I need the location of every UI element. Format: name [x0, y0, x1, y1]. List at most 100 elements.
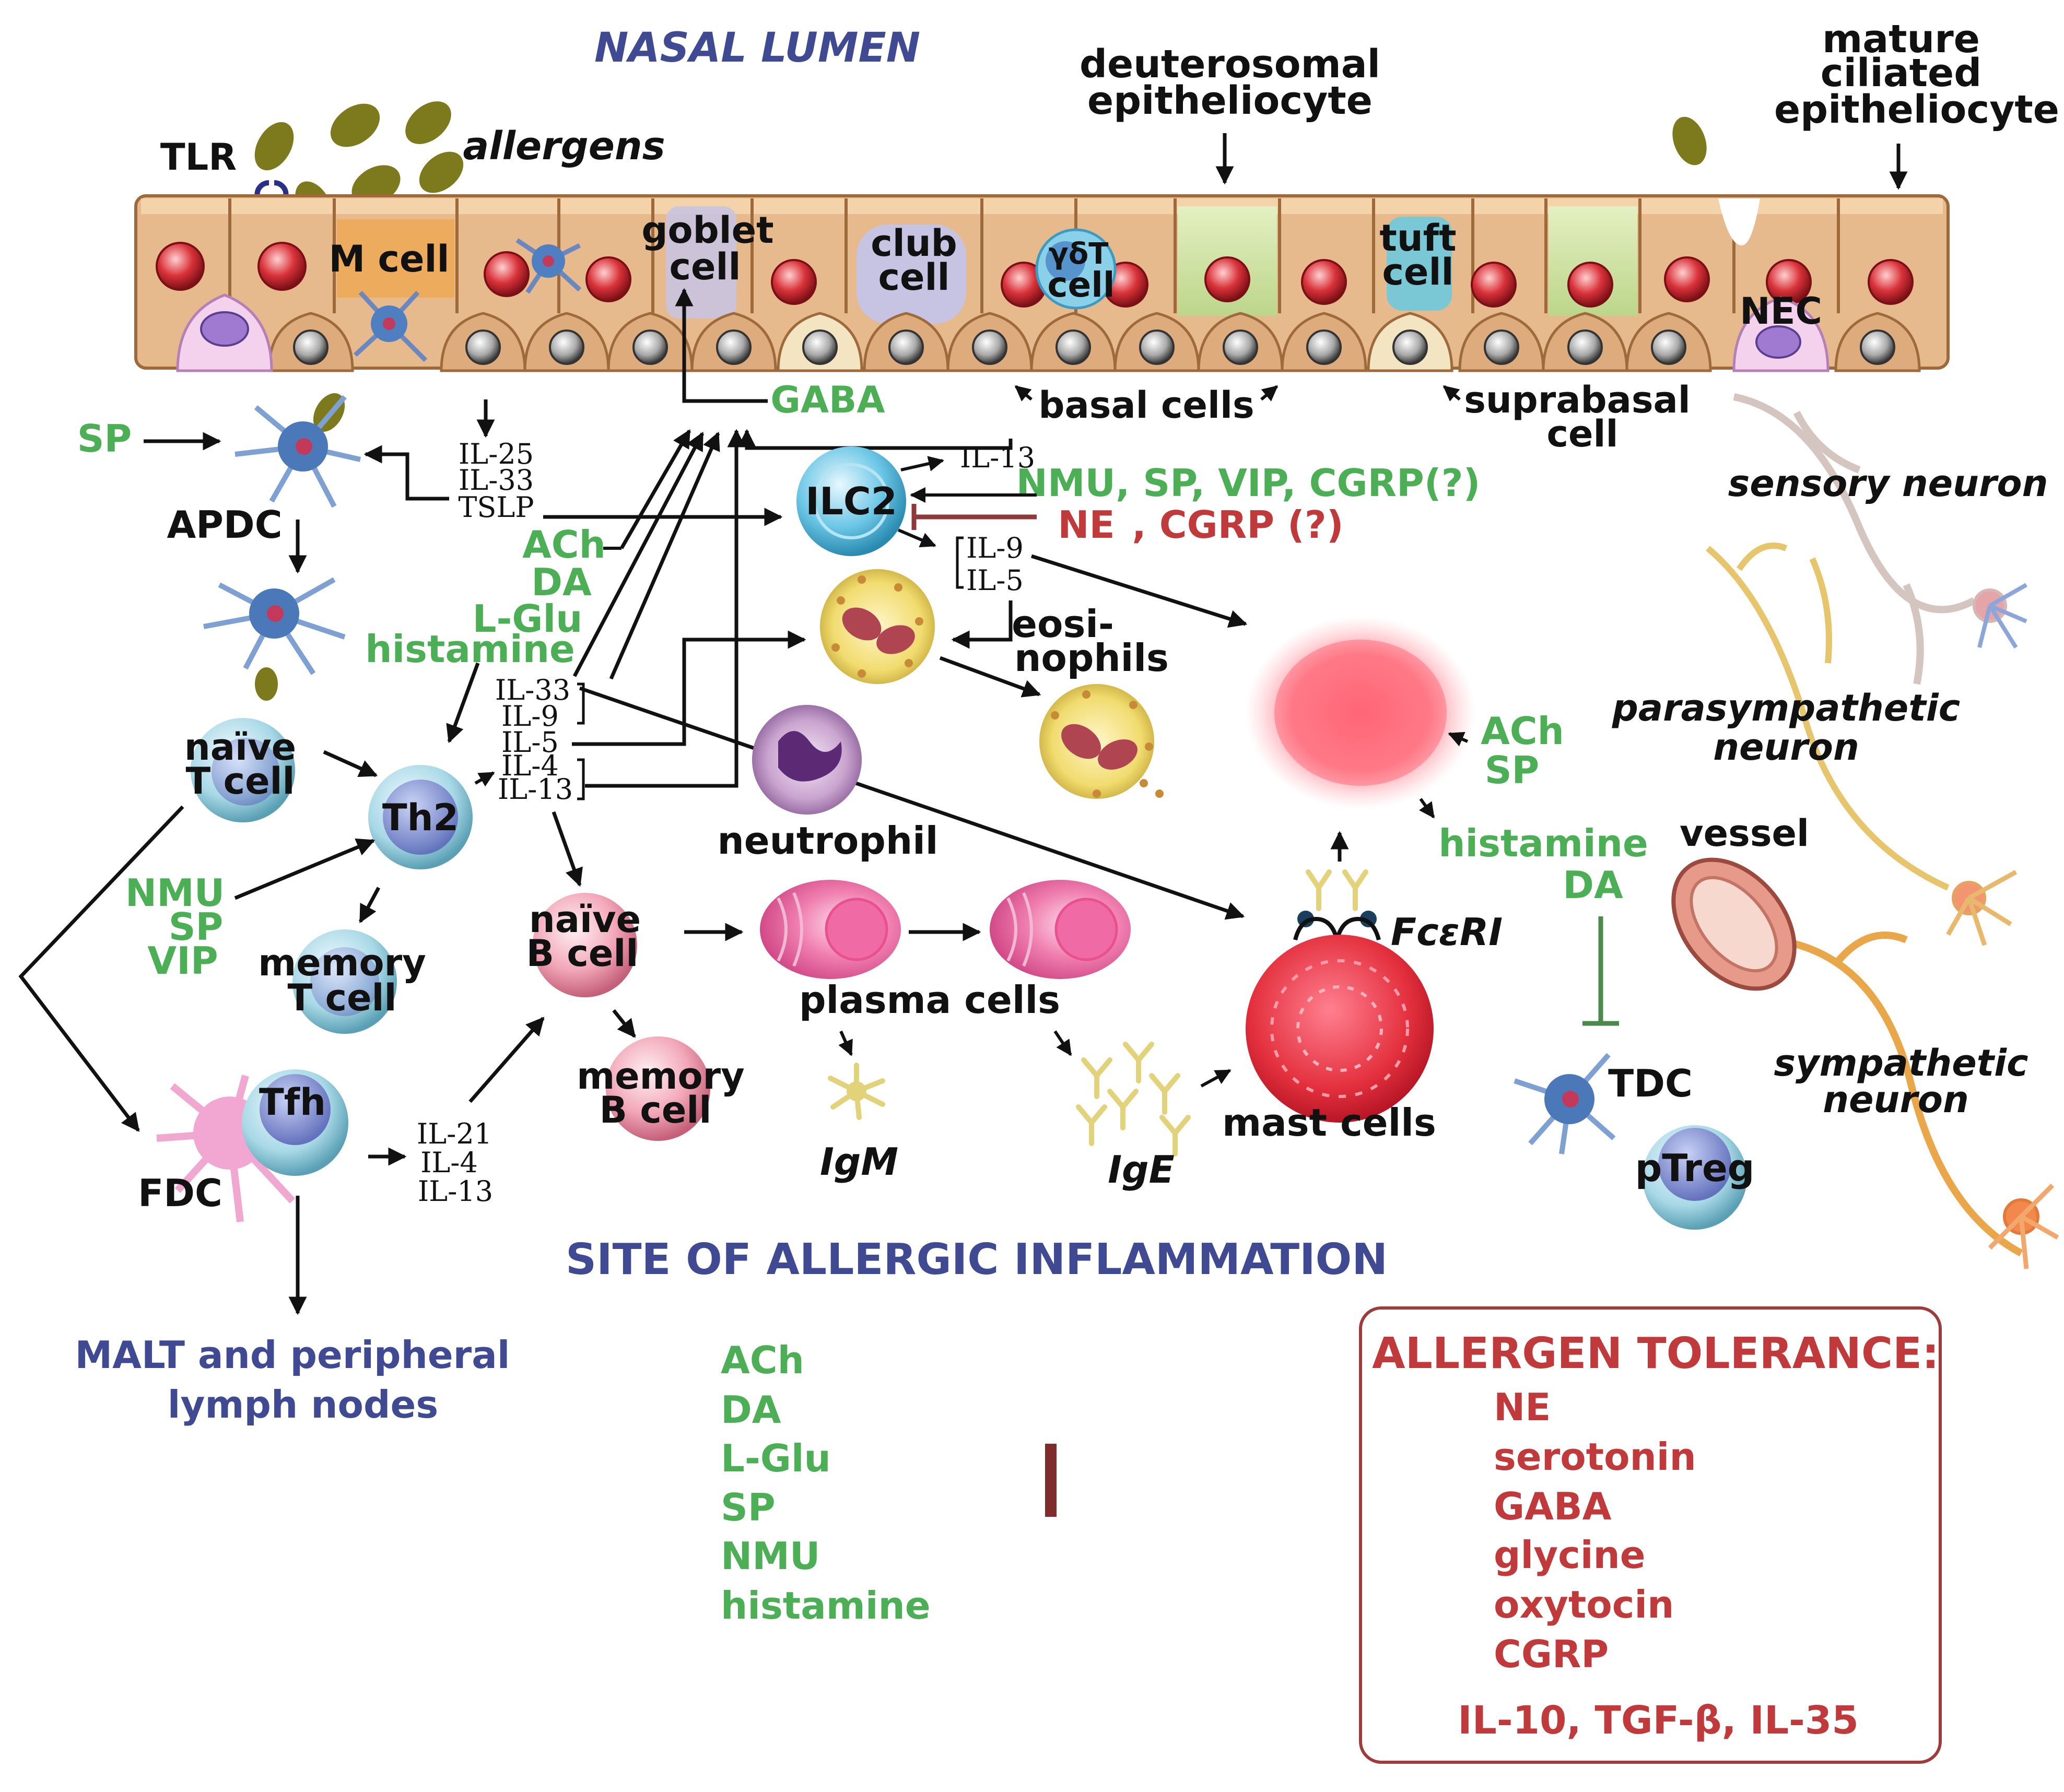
th2-to-memory-t-arrow [358, 887, 381, 924]
th2-il9-label: IL-9 [501, 700, 559, 733]
tolerance-item-cgrp: CGRP [1494, 1632, 1609, 1676]
naive-b-cell-icon [533, 893, 637, 997]
nmu-to-th2-arrow [234, 838, 376, 900]
mature-dc-icon [203, 577, 346, 675]
plasma-cell-icon-1 [760, 880, 901, 979]
tfh-cytokines-to-b-arrow [468, 1017, 545, 1103]
cytokines-to-apdc-arrow [363, 445, 449, 501]
il25-label: IL-25 [459, 438, 534, 470]
bottom-mediator-histamine: histamine [721, 1584, 931, 1628]
mature-label-line2: ciliated [1821, 51, 1981, 96]
site-of-inflammation-title: SITE OF ALLERGIC INFLAMMATION [566, 1235, 1388, 1284]
sensory-neuron-label: sensory neuron [1728, 462, 2048, 505]
th2-il33-label: IL-33 [495, 674, 570, 706]
naive-t-label-line2: T cell [185, 760, 295, 803]
plasma-to-igm-arrow [838, 1030, 853, 1056]
apdc-cell-icon [234, 395, 361, 508]
neutrophil-label: neutrophil [718, 819, 939, 863]
il33-to-goblet-arrow-a [572, 431, 705, 677]
eosinophil-icon-2 [1039, 684, 1164, 799]
plasma-cells-label: plasma cells [799, 978, 1060, 1022]
basal-arrow-right [1260, 385, 1279, 402]
tfh-il4-label: IL-4 [420, 1146, 478, 1179]
ilc2-il5-label: IL-5 [966, 564, 1024, 597]
parasympathetic-label-line1: parasympathetic [1612, 687, 1960, 729]
eosinophils-label-line1: eosi- [1012, 602, 1114, 646]
th2-cell-icon [368, 765, 473, 869]
ige-antibody-icon [1076, 1042, 1191, 1157]
fceri-label: FcεRI [1391, 910, 1503, 954]
memory-t-label-line1: memory [258, 941, 426, 984]
da-right-label: DA [1563, 863, 1623, 907]
gdt-label-line2: cell [1047, 265, 1115, 305]
il33-to-goblet-arrow-b [609, 431, 720, 680]
th2-to-cytokines-arrow [474, 771, 495, 787]
m-cell-label: M cell [329, 238, 450, 280]
ilc2-cell-icon [796, 446, 906, 556]
il5-to-eosinophils-arrow [951, 600, 1013, 649]
goblet-label-line2: cell [670, 245, 741, 288]
naive-t-to-tfh-arrow [18, 805, 184, 1132]
bottom-mediator-da: DA [721, 1388, 781, 1432]
tolerance-cytokines: IL-10, TGF-β, IL-35 [1458, 1698, 1859, 1743]
tolerance-item-gaba: GABA [1494, 1484, 1612, 1528]
sympathetic-neuron-icon [1775, 932, 2059, 1269]
eosinophils-label-line2: nophils [1014, 636, 1169, 680]
bottom-mediator-ach: ACh [721, 1338, 804, 1382]
suprabasal-label-line1: suprabasal [1464, 379, 1691, 421]
basal-arrow-left [1014, 385, 1033, 402]
suprabasal-label-line2: cell [1547, 412, 1619, 455]
eosinophil-migration-arrow [939, 656, 1041, 698]
memory-t-cell-icon [292, 929, 397, 1034]
naive-b-label-line1: naïve [529, 898, 641, 941]
sympathetic-label-line2: neuron [1823, 1078, 1969, 1121]
neutrophil-icon [752, 705, 862, 815]
malt-label-line1: MALT and peripheral [75, 1333, 510, 1377]
tdc-label: TDC [1608, 1062, 1693, 1105]
bottom-mediator-lglu: L-Glu [721, 1436, 831, 1480]
tolerance-item-glycine: glycine [1494, 1533, 1646, 1577]
suprabasal-arrow [1443, 385, 1461, 402]
memory-b-label-line1: memory [577, 1055, 745, 1098]
plasma-to-ige-arrow [1053, 1030, 1072, 1056]
ach-sp-to-mast-arrow [1448, 732, 1469, 747]
goblet-label-line1: goblet [641, 209, 773, 252]
ilc2-activators-label: NMU, SP, VIP, CGRP(?) [1016, 461, 1481, 505]
mature-label-line1: mature [1822, 17, 1980, 62]
naive-b-to-memory-b-arrow [612, 1009, 636, 1038]
igm-label: IgM [820, 1140, 898, 1184]
tfh-label: Tfh [259, 1081, 326, 1124]
fdc-label: FDC [138, 1171, 222, 1215]
fceri-receptor-icon [1293, 869, 1381, 941]
deuterosomal-label-line1: deuterosomal [1080, 42, 1380, 87]
nasal-lumen-label: NASAL LUMEN [594, 25, 920, 72]
vip-left-label: VIP [147, 939, 218, 983]
mast-to-histamine-arrow [1419, 798, 1435, 819]
ach-right-label: ACh [1481, 709, 1564, 753]
ilc2-to-cytokines-arrow [897, 528, 936, 548]
memory-b-cell-icon [606, 1036, 710, 1141]
sp-left-label: SP [169, 905, 224, 949]
gdt-label-line1: γδT [1049, 237, 1109, 271]
histamine-right-label: histamine [1438, 821, 1648, 865]
vessel-icon [1671, 857, 1797, 991]
mediators-to-goblet-arrow [619, 429, 691, 549]
ilc2-to-il13-arrow [900, 456, 944, 471]
th2-il4-label: IL-4 [501, 749, 559, 782]
basal-cells-label: basal cells [1038, 384, 1254, 427]
ilc2-inhibition-bar [911, 504, 1037, 530]
ilc2-to-goblet-arrow [737, 429, 1013, 450]
ilc2-label: ILC2 [805, 479, 897, 523]
eosinophil-icon-1 [820, 569, 935, 684]
nec-label: NEC [1740, 290, 1822, 333]
bottom-mediator-sp: SP [721, 1486, 776, 1529]
naive-t-label-line1: naïve [184, 726, 296, 769]
tdc-cell-icon [1514, 1053, 1616, 1154]
vessel-label: vessel [1680, 812, 1809, 855]
il13-to-goblet-arrow [585, 429, 746, 788]
tdc-inhibition-bar [1582, 916, 1619, 1026]
ilc2-il9-label: IL-9 [966, 532, 1024, 564]
ach-mediator-label: ACh [522, 523, 606, 567]
nmu-left-label: NMU [125, 871, 225, 915]
